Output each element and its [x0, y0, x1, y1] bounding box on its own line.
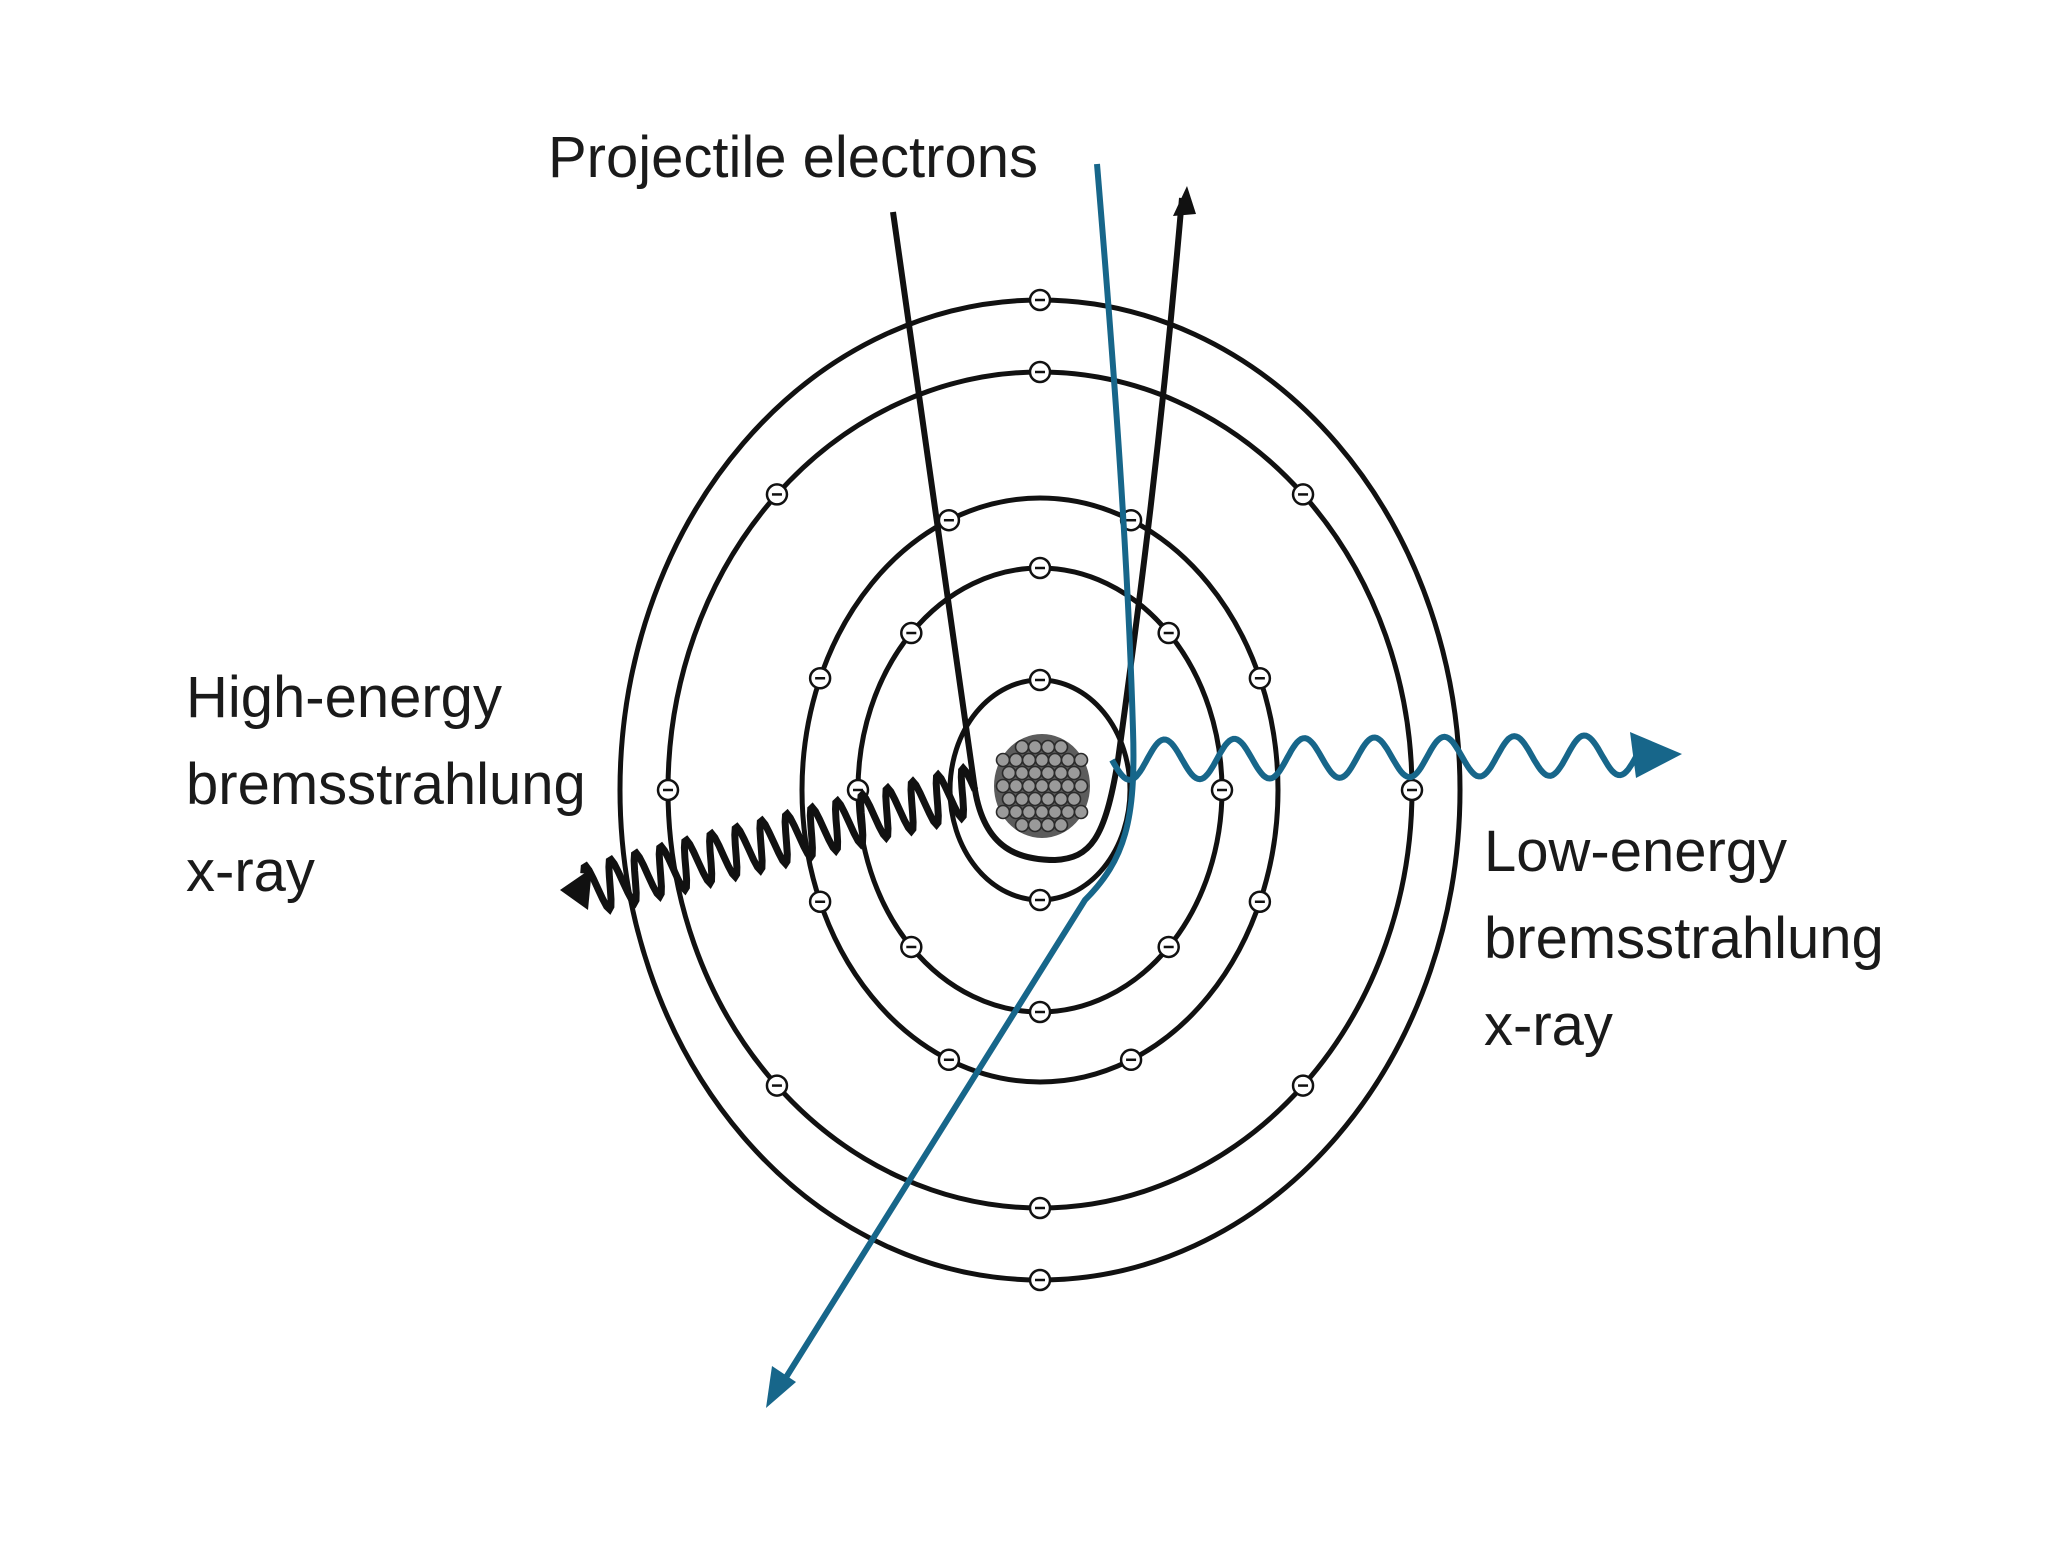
electron-icon — [1028, 1196, 1052, 1220]
low-energy-line2: bremsstrahlung — [1484, 906, 1884, 971]
electron-icon — [808, 890, 832, 913]
electron-icon — [1028, 556, 1052, 580]
electron-icon — [656, 778, 680, 802]
electron-icon — [1028, 888, 1052, 912]
electron-icon — [1028, 1000, 1052, 1024]
low-energy-line1: Low-energy — [1484, 819, 1788, 884]
projectile-electron-path-high-energy — [890, 197, 1185, 864]
electron-icon — [1248, 667, 1272, 690]
electrons — [656, 288, 1424, 1292]
electron-icon — [1157, 935, 1180, 959]
arrow-head-icon — [766, 1366, 796, 1408]
electron-icon — [1400, 778, 1424, 802]
electron-icon — [900, 935, 923, 959]
electron-icon — [1028, 360, 1052, 384]
low-energy-label: Low-energy bremsstrahlung x-ray — [1484, 808, 1884, 1069]
electron-icon — [1291, 483, 1315, 506]
high-energy-xray-wave — [580, 762, 979, 915]
nucleus-icon — [994, 734, 1090, 838]
electron-icon — [1028, 668, 1052, 692]
electron-icon — [937, 508, 961, 532]
arrow-head-icon — [1630, 732, 1682, 778]
electron-icon — [1119, 1048, 1143, 1072]
high-energy-line3: x-ray — [186, 839, 315, 904]
projectile-electrons-label: Projectile electrons — [548, 114, 1038, 201]
low-energy-line3: x-ray — [1484, 993, 1613, 1058]
arrow-head-icon — [560, 868, 592, 910]
electron-icon — [900, 621, 923, 645]
high-energy-line1: High-energy — [186, 665, 502, 730]
electron-icon — [765, 483, 789, 506]
electron-icon — [1028, 1268, 1052, 1292]
high-energy-label: High-energy bremsstrahlung x-ray — [186, 654, 586, 915]
electron-icon — [1210, 778, 1234, 802]
electron-icon — [1157, 621, 1180, 645]
arrow-head-icon — [1173, 186, 1196, 216]
electron-icon — [937, 1048, 961, 1072]
electron-icon — [1291, 1074, 1315, 1097]
electron-icon — [1248, 890, 1272, 913]
electron-icon — [808, 667, 832, 690]
electron-shell — [799, 495, 1281, 1085]
high-energy-line2: bremsstrahlung — [186, 752, 586, 817]
projectile-electron-path-low-energy — [772, 163, 1137, 1397]
electron-icon — [765, 1074, 789, 1097]
projectile-electrons-text: Projectile electrons — [548, 125, 1038, 190]
electron-icon — [1028, 288, 1052, 312]
low-energy-xray-wave — [1109, 732, 1639, 783]
